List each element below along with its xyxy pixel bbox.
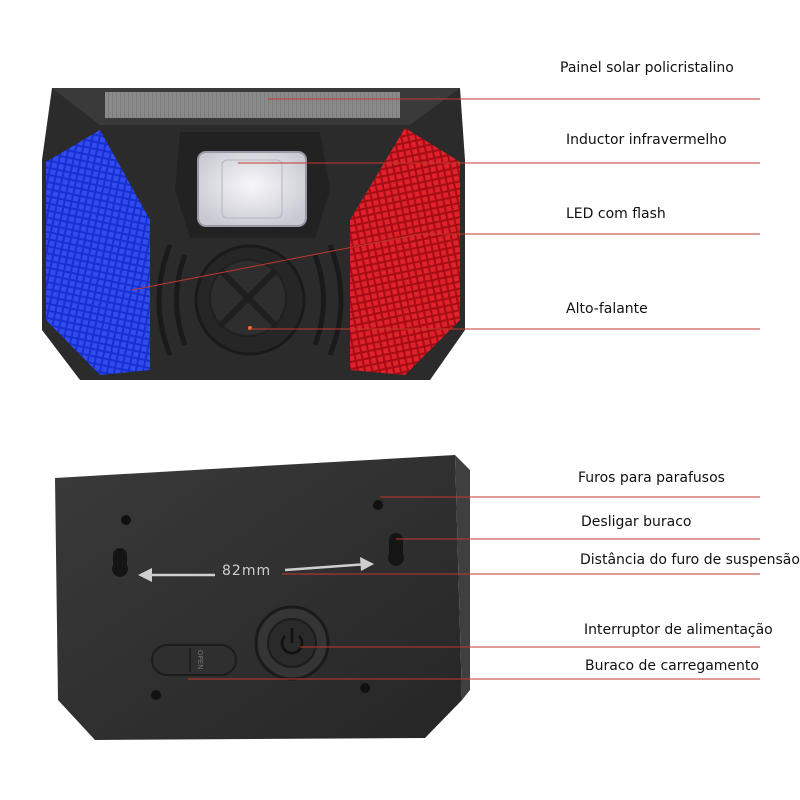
dimension-label: 82mm bbox=[222, 563, 272, 579]
blue-led-panel bbox=[46, 130, 150, 375]
keyhole-left bbox=[111, 548, 128, 577]
label-screw-holes: Furos para parafusos bbox=[578, 470, 725, 486]
dimension-arrow-right bbox=[360, 557, 374, 571]
label-pir-sensor: Inductor infravermelho bbox=[566, 132, 727, 148]
screw-hole-bottom-left bbox=[151, 690, 161, 700]
sound-wave-right-2 bbox=[327, 244, 344, 356]
back-housing bbox=[55, 455, 462, 740]
label-speaker: Alto-falante bbox=[566, 301, 648, 317]
back-view bbox=[55, 455, 470, 740]
sound-wave-right-1 bbox=[312, 254, 326, 346]
solar-panel bbox=[105, 92, 400, 118]
screw-hole-top-left bbox=[121, 515, 131, 525]
front-view bbox=[42, 88, 465, 380]
dimension-arrow-left bbox=[138, 568, 152, 582]
screw-hole-top-right bbox=[373, 500, 383, 510]
leader-lines bbox=[131, 98, 760, 680]
label-power-switch: Interruptor de alimentação bbox=[584, 622, 773, 638]
keyhole-right bbox=[388, 533, 404, 566]
pir-lens-inner bbox=[221, 159, 283, 219]
screw-hole-bottom-right bbox=[360, 683, 370, 693]
charging-cover bbox=[151, 644, 237, 676]
label-solar-panel: Painel solar policristalino bbox=[560, 60, 734, 76]
back-housing-side bbox=[455, 455, 470, 700]
label-hanging-distance: Distância do furo de suspensão bbox=[580, 552, 800, 568]
leader-flash-led bbox=[131, 233, 421, 291]
sound-wave-left-2 bbox=[156, 244, 173, 356]
label-flash-led: LED com flash bbox=[566, 206, 666, 222]
power-icon bbox=[280, 635, 304, 655]
sound-wave-left-1 bbox=[174, 254, 188, 346]
label-shutdown-hole: Desligar buraco bbox=[581, 514, 692, 530]
pir-sensor-lens bbox=[197, 151, 307, 227]
speaker-divider-b bbox=[217, 267, 279, 329]
cover-open-marking: OPEN bbox=[196, 650, 204, 670]
dimension-line-right bbox=[284, 562, 369, 572]
red-led-panel bbox=[350, 128, 460, 375]
label-charging-hole: Buraco de carregamento bbox=[585, 658, 759, 674]
